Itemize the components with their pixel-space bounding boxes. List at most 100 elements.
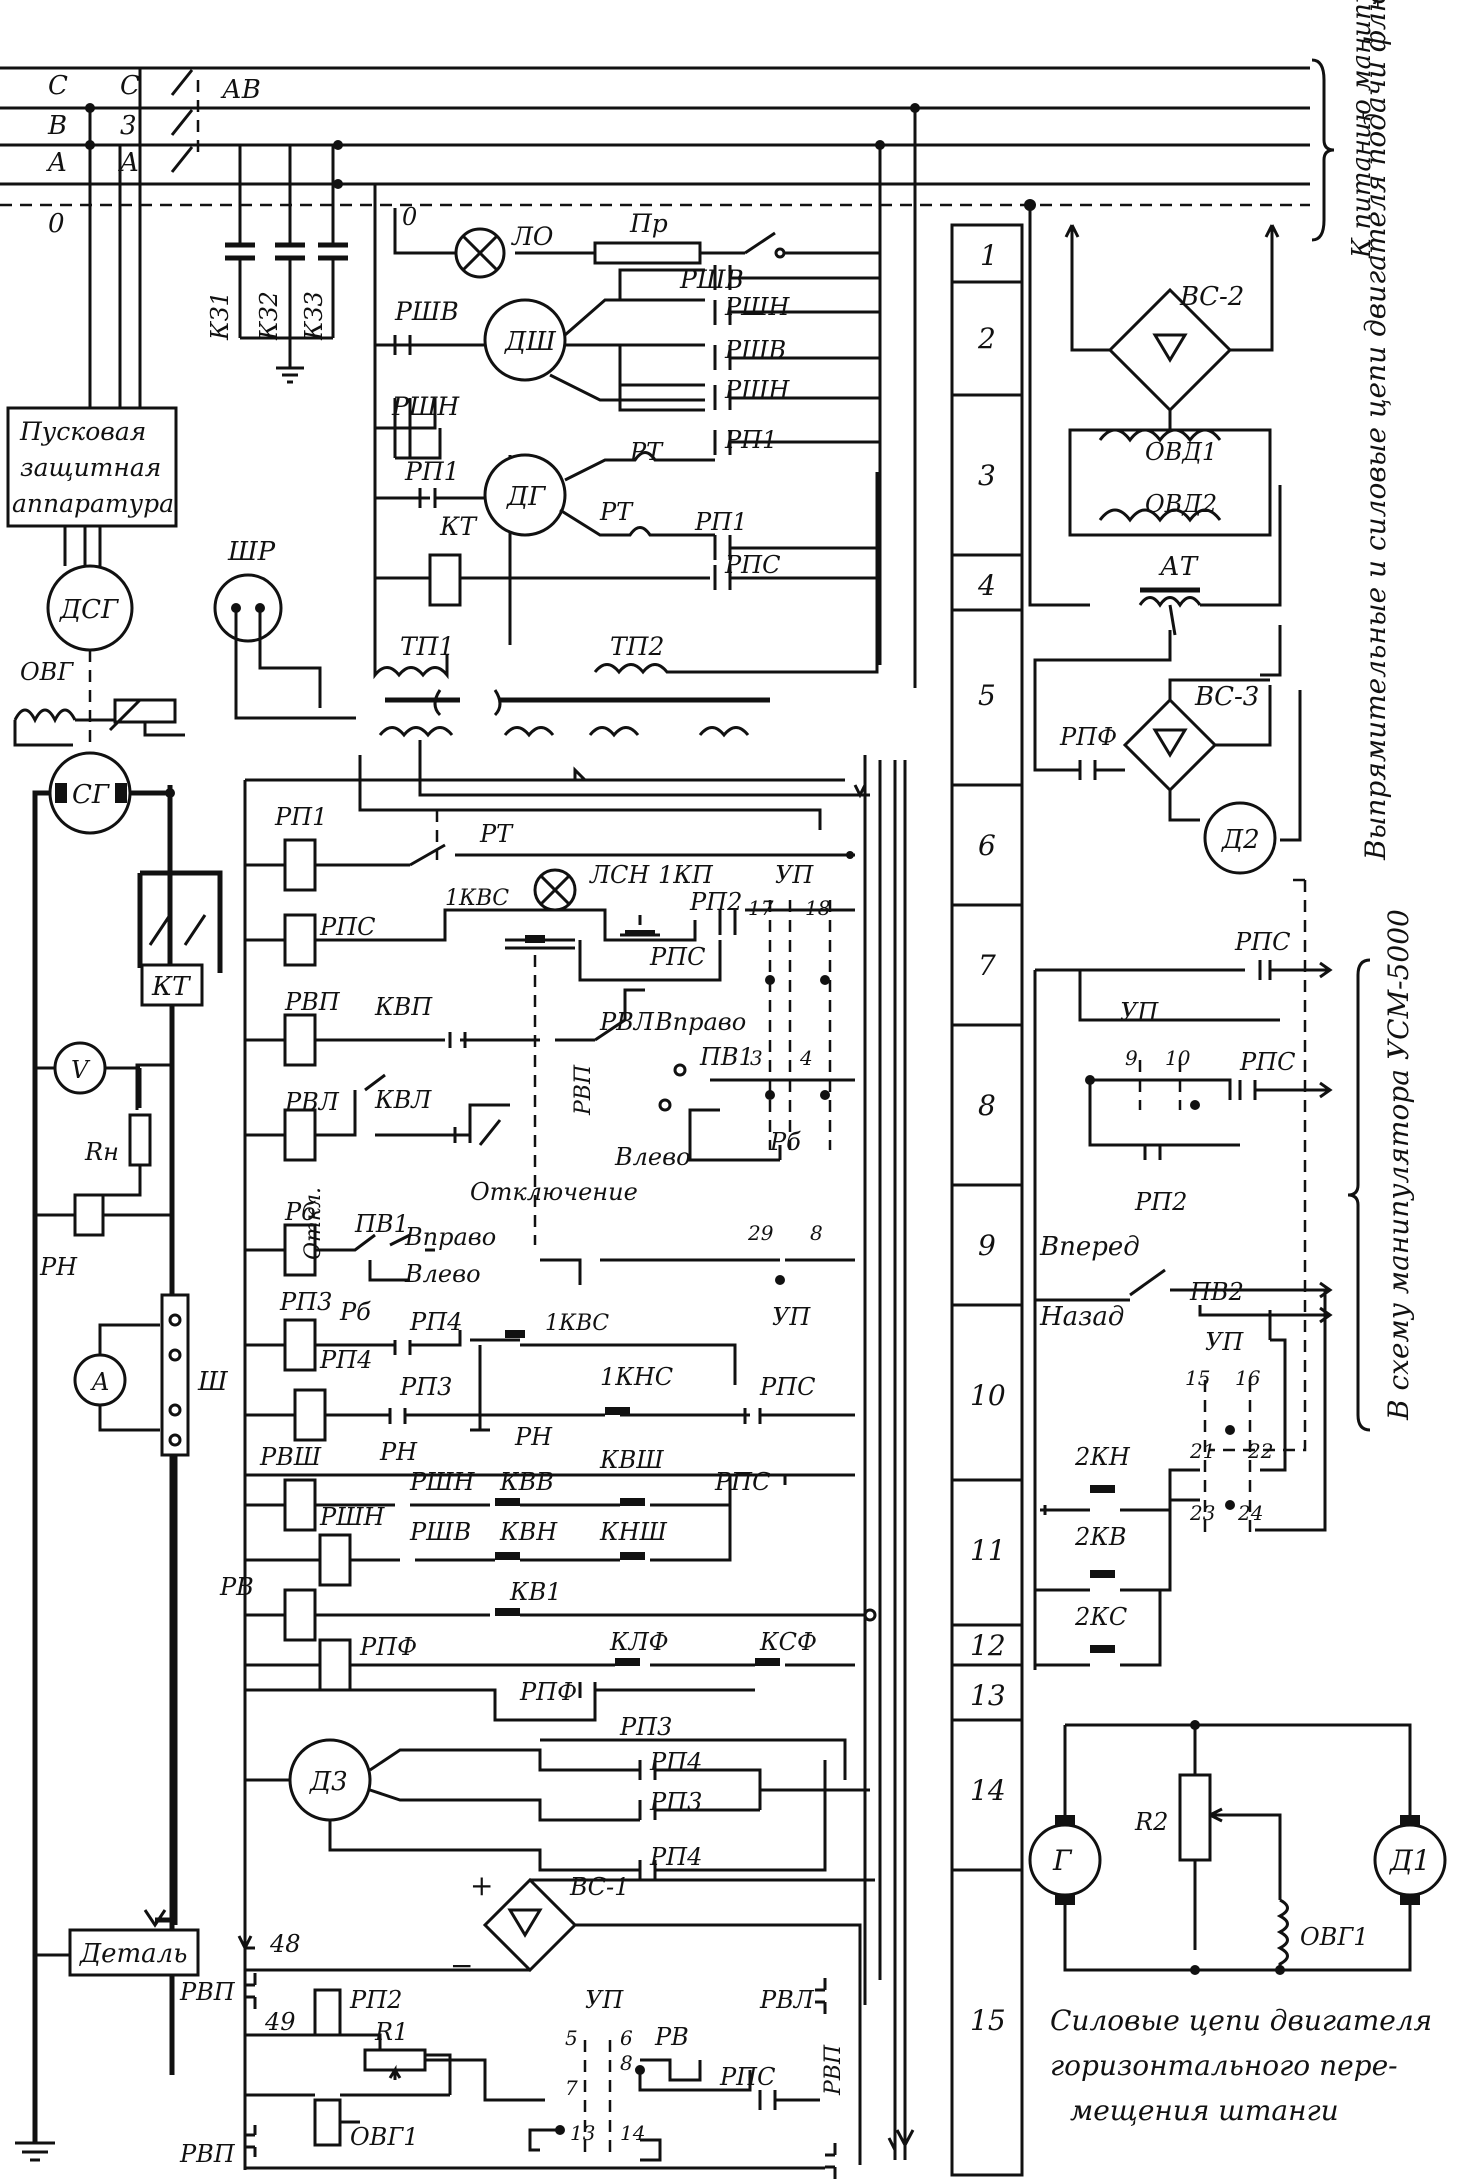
ctrl-n8b: 8 [620,2051,633,2075]
ctrl-rv2: РВ [654,2023,689,2051]
ctrl-rp4b: РП4 [649,1748,702,1776]
ctrl-rp2b: РП2 [349,1986,402,2014]
num-13: 13 [970,1679,1006,1712]
num-12: 12 [970,1629,1006,1662]
ctrl-vlevo-top: Влево [614,1143,691,1171]
ctrl-rps3: РПС [759,1373,815,1401]
ctrl-up3: УП [585,1986,624,2014]
ctrl-vpravo: Вправо [404,1223,496,1251]
num-7: 7 [978,949,996,982]
power-caption-1: Силовые цепи двигателя [1050,2004,1432,2037]
ctrl-rb: Рб [284,1198,316,1226]
manip-n15: 15 [1185,1366,1210,1390]
num-9: 9 [978,1229,996,1262]
ctrl-rp2: РП2 [689,888,742,916]
num-3: 3 [978,459,996,492]
manip-title: В схему манипулятора УСМ-5000 [1382,909,1415,1421]
ctrl-ksf: КСФ [759,1628,817,1656]
power-bus: C B A 0 C 3 A АВ К питанию манипуля-тора [0,0,1377,259]
resistor-rn: Rн [84,1138,119,1166]
thermo-rt1: РТ [629,438,664,466]
motor-dg: ДГ [506,482,546,512]
manip-nazad: Назад [1039,1302,1124,1332]
ctrl-rp4c: РП4 [649,1843,702,1871]
manip-n23: 23 [1189,1501,1215,1525]
ctrl-rvp-b: РВП [179,2140,236,2168]
ctrl-rvsh: РВШ [259,1443,322,1471]
ctrl-rps: РПС [319,913,375,941]
ctrl-rps2: РПС [649,943,705,971]
right-vs3: ВС-3 [1194,682,1259,712]
rshv-left: РШВ [394,297,459,326]
ctrl-1kp: 1КП [658,861,714,889]
ctrl-rp3c: РП3 [619,1713,672,1741]
power-g: Г [1052,1844,1073,1877]
ctrl-pv1-top: ПВ1 [699,1043,754,1071]
rp1-left: РП1 [404,457,460,486]
ctrl-vs1: ВС-1 [569,1873,629,1901]
power-d1: Д1 [1388,1844,1431,1877]
ctrl-pv1: ПВ1 [354,1210,409,1238]
thermo-rt2: РТ [599,498,634,526]
ctrl-otkl: Откл. [301,1187,326,1260]
manip-vpered: Вперед [1039,1232,1140,1262]
num-15: 15 [970,2004,1006,2037]
capacitors: КЗ1 КЗ2 КЗ3 [206,145,348,384]
num-14: 14 [970,1774,1006,1807]
ctrl-kvn: КВН [499,1518,558,1546]
power-ovg1: ОВГ1 [1300,1923,1368,1951]
num-8: 8 [978,1089,996,1122]
manip-n24: 24 [1237,1501,1263,1525]
ctrl-rpf2: РПФ [519,1678,577,1706]
ctrl-n8: 8 [810,1221,823,1245]
contact-rshv2: РШВ [724,336,786,364]
ctrl-rp1: РП1 [274,803,327,831]
start-box-line3: аппаратура [12,489,174,518]
generator-section: Пусковая защитная аппаратура ДСГ ОВГ СГ … [6,66,356,2162]
num-5: 5 [978,679,996,712]
line-numbers: 1 2 3 4 5 6 7 8 9 10 11 12 13 14 15 [950,223,1024,2177]
control-circuits: РП1 РТ РПС 1КВС ЛСН 1КП УП РП2 РПС 17 18… [179,740,915,2179]
ctrl-ovg1: ОВГ1 [350,2123,418,2151]
num-6: 6 [978,829,996,862]
manip-rp2: РП2 [1134,1188,1187,1216]
rshn-left: РШН [391,392,460,421]
lamp-lo: ЛО [510,222,553,251]
right-power-section: Г R2 ОВГ1 Д1 Силовые цепи двигателя гори… [1028,1720,1447,2127]
manip-rps2: РПС [1239,1048,1295,1076]
manip-ks2: 2КС [1074,1603,1127,1631]
lo-zero: 0 [402,203,417,231]
start-box-line2: защитная [20,453,161,482]
ctrl-rp4: РП4 [319,1346,372,1374]
ctrl-rpf: РПФ [359,1633,417,1661]
ctrl-vlevo: Влево [404,1260,481,1288]
right-manipulator-section: РПС УП 9 10 РПС РП2 Вперед Назад ПВ2 УП … [1033,878,1415,1670]
manip-n22: 22 [1247,1439,1273,1463]
right-at: АТ [1158,552,1199,582]
ctrl-rp3b: РП3 [399,1373,452,1401]
start-box-line1: Пусковая [19,417,146,446]
manip-n21: 21 [1189,1439,1215,1463]
manip-rps: РПС [1234,928,1290,956]
cap-kz2: КЗ2 [255,291,283,341]
num-2: 2 [977,322,996,355]
ctrl-rvp-v2: РВП [821,2044,846,2096]
tp2-label: ТП2 [610,632,664,661]
bus-label-0: 0 [48,209,65,239]
bus-label-b: B [47,111,67,141]
ctrl-vpravo-top: Вправо [654,1008,746,1036]
kt-left-label: КТ [151,972,191,1002]
manip-kn2: 2КН [1074,1443,1131,1471]
ctrl-minus: − [450,1949,473,1982]
num-10: 10 [970,1379,1006,1412]
power-caption-2: горизонтального пере- [1050,2049,1398,2082]
ctrl-n6: 6 [620,2026,633,2050]
winding-ovg: ОВГ [20,658,74,686]
power-r2: R2 [1134,1808,1168,1836]
ctrl-n5: 5 [565,2026,578,2050]
ctrl-rp3: РП3 [279,1288,332,1316]
ctrl-rv: РВ [219,1573,254,1601]
ctrl-kvs1b: 1КВС [545,1311,609,1336]
ctrl-rp4-top: РП4 [409,1308,462,1336]
